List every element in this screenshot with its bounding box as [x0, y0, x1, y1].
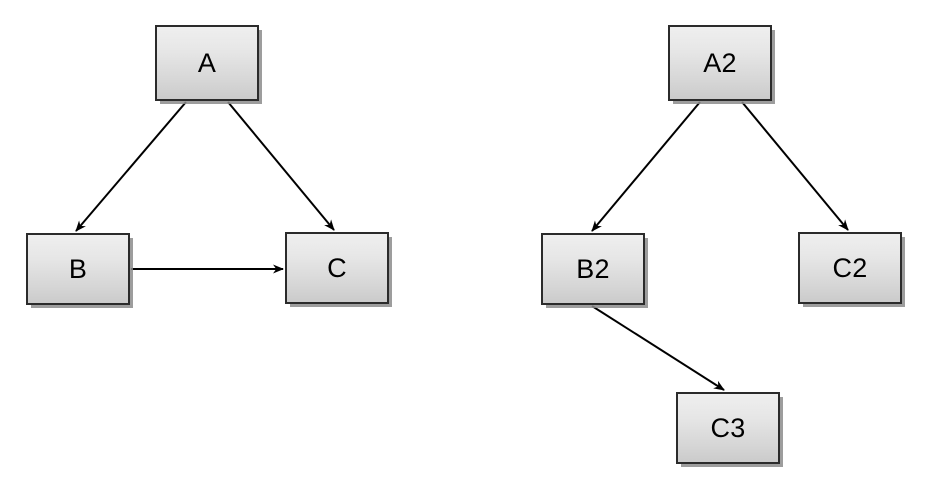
node-b2-label: B2: [576, 253, 610, 284]
edge-a2-to-c2: [741, 101, 849, 231]
node-a2[interactable]: A2: [668, 25, 772, 101]
node-a-label: A: [197, 47, 217, 78]
node-c3[interactable]: C3: [676, 392, 780, 464]
node-c-label: C: [327, 252, 347, 283]
node-c2-label: C2: [832, 252, 868, 283]
edge-a-to-b: [75, 101, 187, 232]
node-b2[interactable]: B2: [541, 233, 645, 305]
edge-b2-to-c3: [591, 305, 725, 391]
node-c2[interactable]: C2: [798, 232, 902, 304]
node-b[interactable]: B: [26, 233, 130, 305]
node-a2-label: A2: [703, 47, 737, 78]
edge-a2-to-b2: [591, 101, 701, 232]
node-b-label: B: [68, 253, 88, 284]
node-c3-label: C3: [710, 412, 746, 443]
edge-a-to-c: [227, 101, 335, 231]
node-c[interactable]: C: [285, 232, 389, 304]
node-a[interactable]: A: [155, 25, 259, 101]
